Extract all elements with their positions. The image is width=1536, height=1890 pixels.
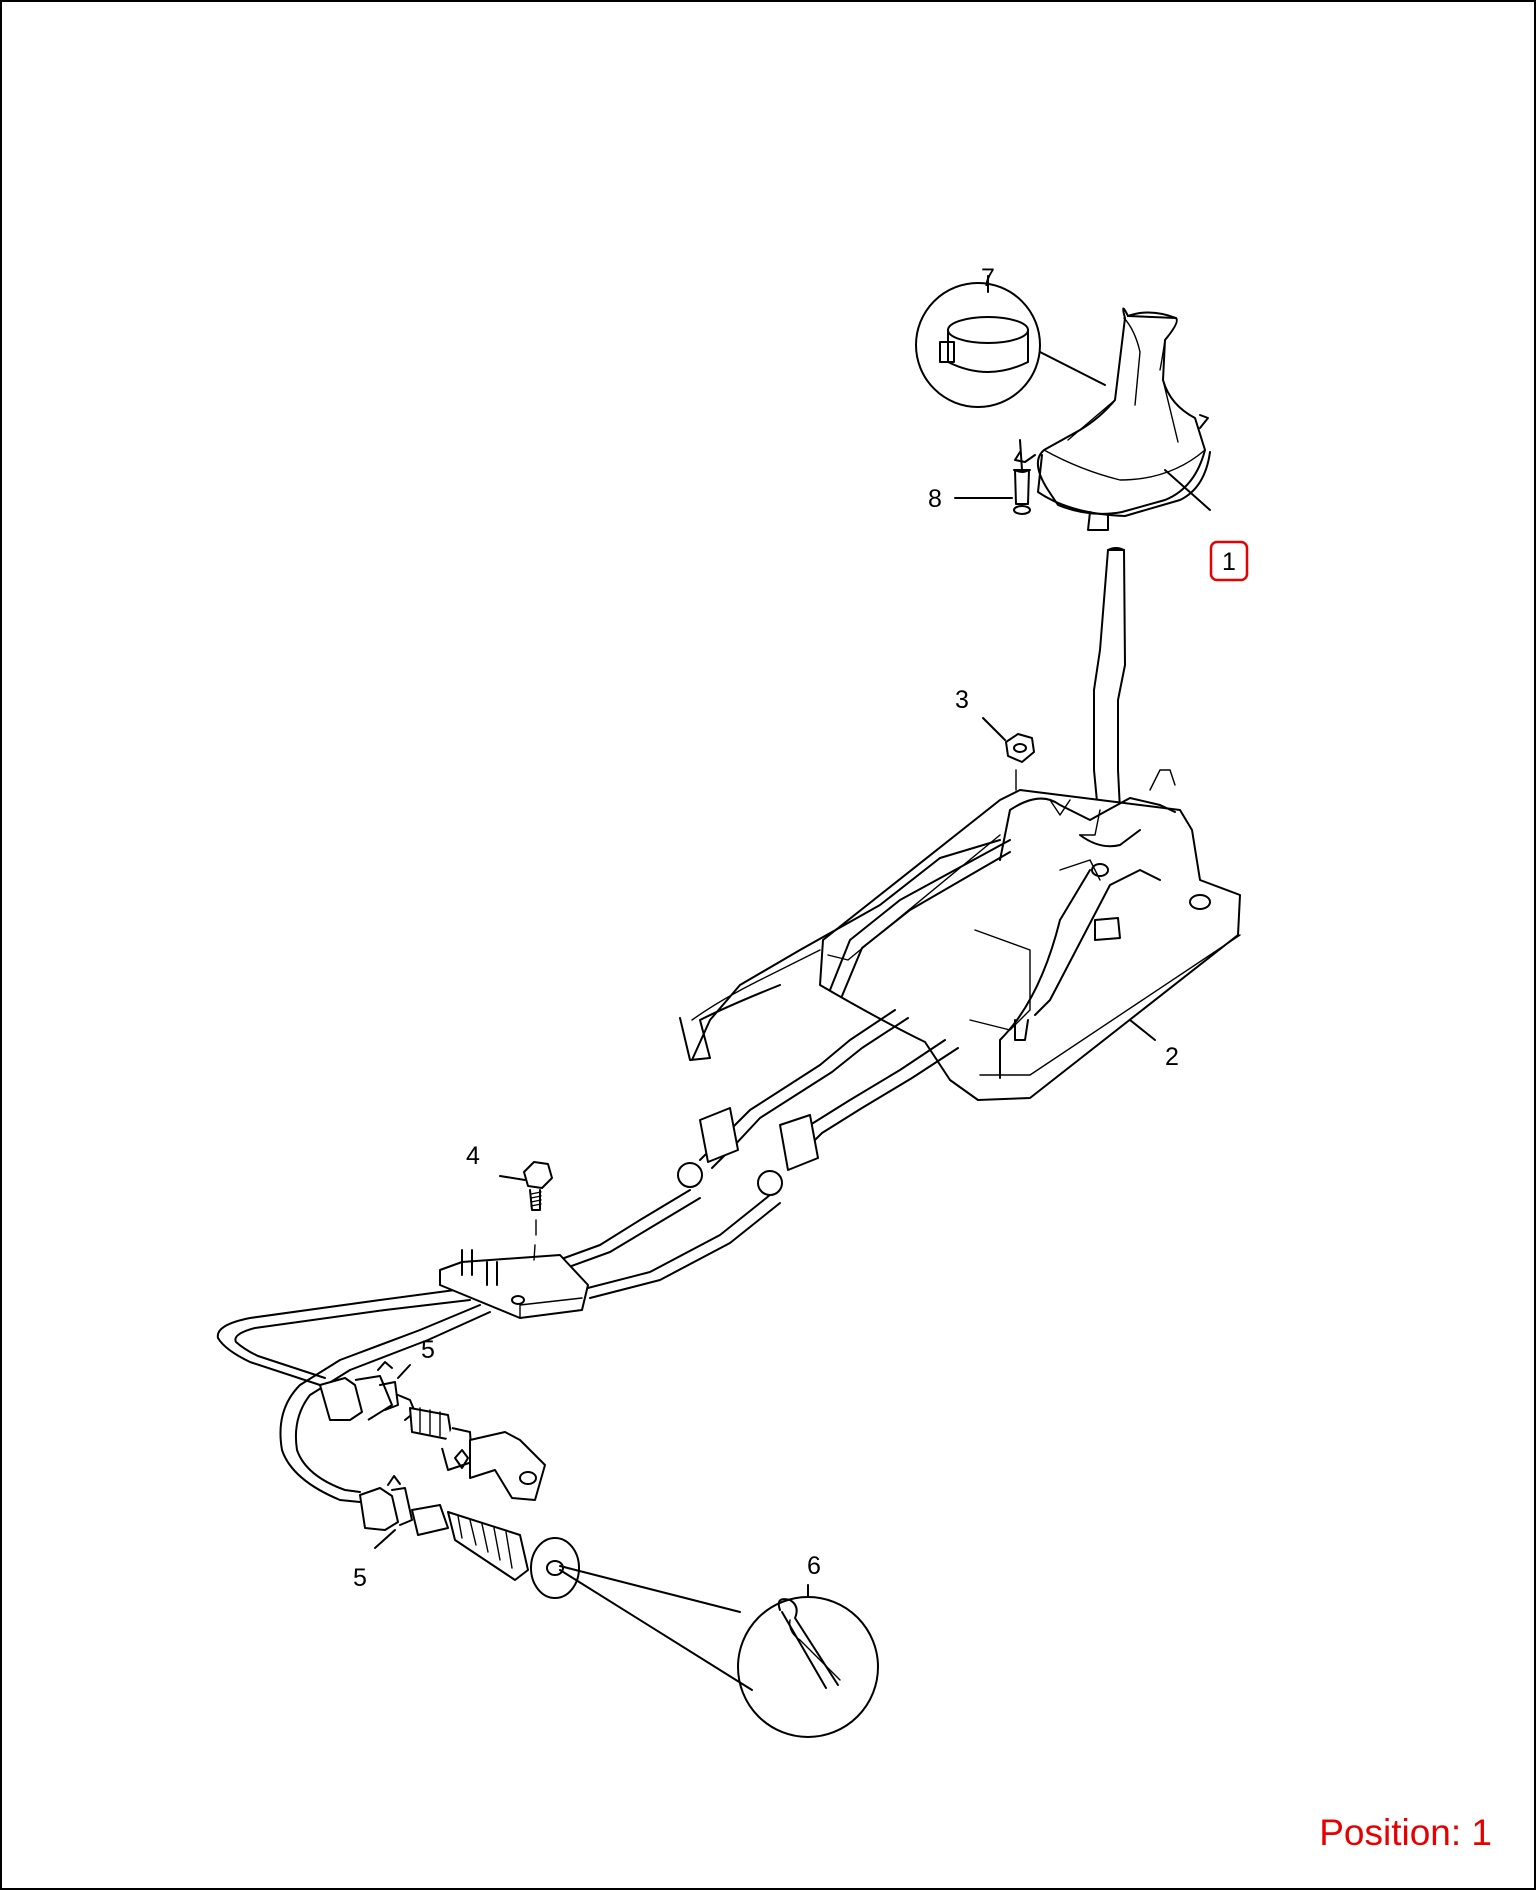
leader-lines xyxy=(374,275,1211,1598)
cable-end-upper xyxy=(319,1361,546,1501)
callout-7[interactable]: 7 xyxy=(981,264,995,292)
shift-boot-assembly xyxy=(1014,307,1211,531)
callout-2[interactable]: 2 xyxy=(1165,1043,1179,1071)
callout-3[interactable]: 3 xyxy=(955,686,969,714)
callout-6[interactable]: 6 xyxy=(807,1552,821,1580)
callout-5-lower[interactable]: 5 xyxy=(353,1564,367,1592)
shifter-housing xyxy=(819,769,1241,1101)
callout-5-upper[interactable]: 5 xyxy=(421,1336,435,1364)
cable-bracket xyxy=(439,1249,589,1319)
callout-4[interactable]: 4 xyxy=(466,1142,480,1170)
detail-circle-7 xyxy=(915,282,1106,408)
cable-end-lower xyxy=(359,1475,580,1599)
callouts: 1 2 3 4 5 5 6 7 8 xyxy=(353,264,1249,1592)
detail-circle-6 xyxy=(559,1565,879,1738)
shift-cables xyxy=(216,839,1011,1503)
shift-lever xyxy=(1093,547,1126,813)
callout-8[interactable]: 8 xyxy=(928,485,942,513)
screw-8 xyxy=(1013,439,1031,515)
callout-1-highlight xyxy=(1209,540,1249,582)
bolt-4 xyxy=(523,1161,553,1261)
position-indicator: Position: 1 xyxy=(1319,1812,1492,1853)
callout-1[interactable]: 1 xyxy=(1222,548,1236,576)
